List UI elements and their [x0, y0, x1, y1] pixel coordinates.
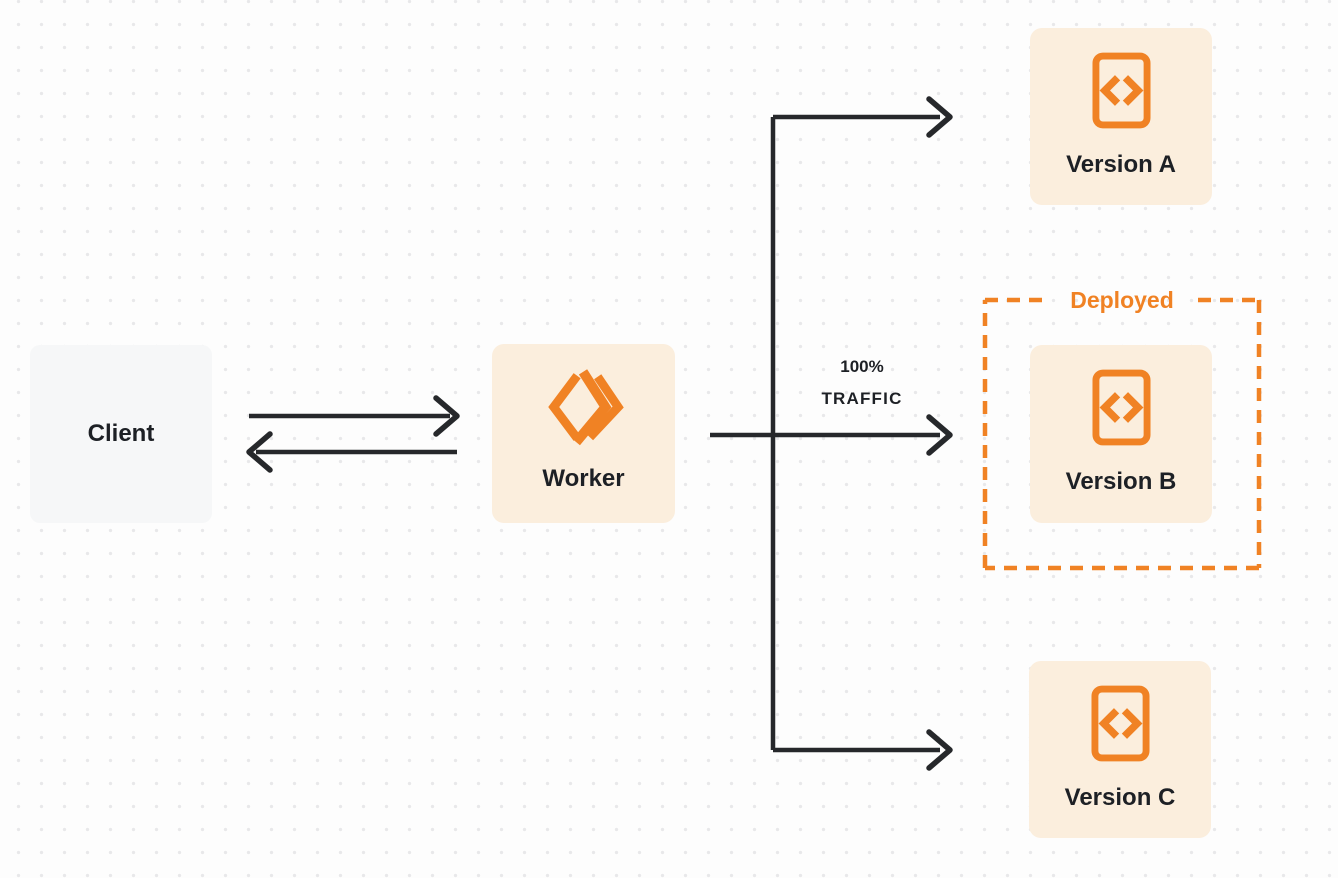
code-file-icon [1091, 369, 1151, 451]
worker-node: Worker [492, 344, 675, 523]
version-b-label: Version B [1065, 468, 1177, 495]
code-file-icon [1090, 685, 1150, 767]
version-c-label: Version C [1064, 784, 1176, 811]
arrow-worker-to-client [246, 431, 457, 473]
version-a-label: Version A [1066, 151, 1176, 178]
arrow-to-version-a [773, 96, 953, 138]
code-file-icon [1091, 52, 1151, 134]
version-c-node: Version C [1029, 661, 1211, 838]
worker-label: Worker [542, 465, 625, 492]
version-b-node: Version B [1030, 345, 1212, 523]
client-node: Client [30, 345, 212, 523]
traffic-annotation: 100% TRAFFIC [792, 351, 932, 415]
arrow-to-version-b [710, 414, 953, 456]
cloudflare-workers-icon [543, 366, 625, 453]
traffic-percent-text: 100% [840, 357, 884, 376]
version-a-node: Version A [1030, 28, 1212, 205]
arrow-client-to-worker [249, 395, 460, 437]
client-label: Client [87, 420, 155, 447]
arrow-to-version-c [773, 729, 953, 771]
deployed-label: Deployed [1070, 287, 1174, 313]
traffic-word-text: TRAFFIC [821, 389, 903, 408]
